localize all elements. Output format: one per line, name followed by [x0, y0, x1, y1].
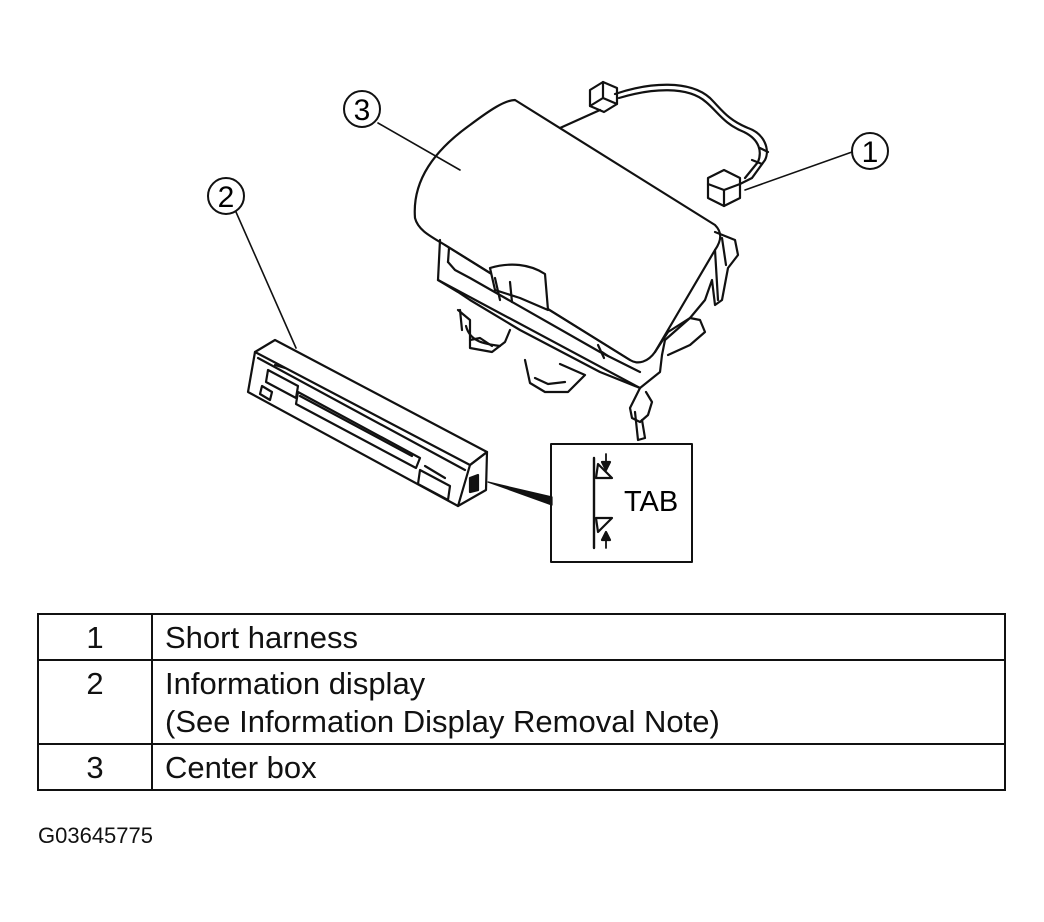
- legend-description: Center box: [151, 743, 1006, 791]
- legend-description-text: Center box: [165, 750, 317, 785]
- callout-2: 2: [207, 177, 245, 215]
- figure-id: G03645775: [38, 823, 153, 848]
- exploded-view-diagram: 1 2 3 TAB: [207, 80, 889, 563]
- callout-1-number: 1: [862, 136, 879, 169]
- center-box-drawing: [413, 98, 740, 442]
- tab-label: TAB: [624, 486, 678, 518]
- legend-number: 3: [37, 743, 153, 791]
- callout-3-number: 3: [354, 94, 371, 127]
- tab-detail-inset: [550, 443, 693, 563]
- callout-2-number: 2: [218, 181, 235, 214]
- legend-description-text: Information display: [165, 666, 426, 701]
- callout-1: 1: [851, 132, 889, 170]
- legend-number: 2: [37, 659, 153, 745]
- legend-description: Information display (See Information Dis…: [151, 659, 1006, 745]
- parts-legend-table: 1 Short harness 2 Information display (S…: [37, 613, 1006, 791]
- short-harness-drawing: [558, 80, 770, 208]
- legend-description-note: (See Information Display Removal Note): [165, 704, 720, 739]
- legend-description: Short harness: [151, 613, 1006, 661]
- legend-number: 1: [37, 613, 153, 661]
- table-row: 2 Information display (See Information D…: [37, 659, 1006, 745]
- table-row: 1 Short harness: [37, 613, 1006, 661]
- information-display-drawing: [246, 338, 489, 508]
- table-row: 3 Center box: [37, 743, 1006, 791]
- legend-description-text: Short harness: [165, 620, 358, 655]
- callout-3: 3: [343, 90, 381, 128]
